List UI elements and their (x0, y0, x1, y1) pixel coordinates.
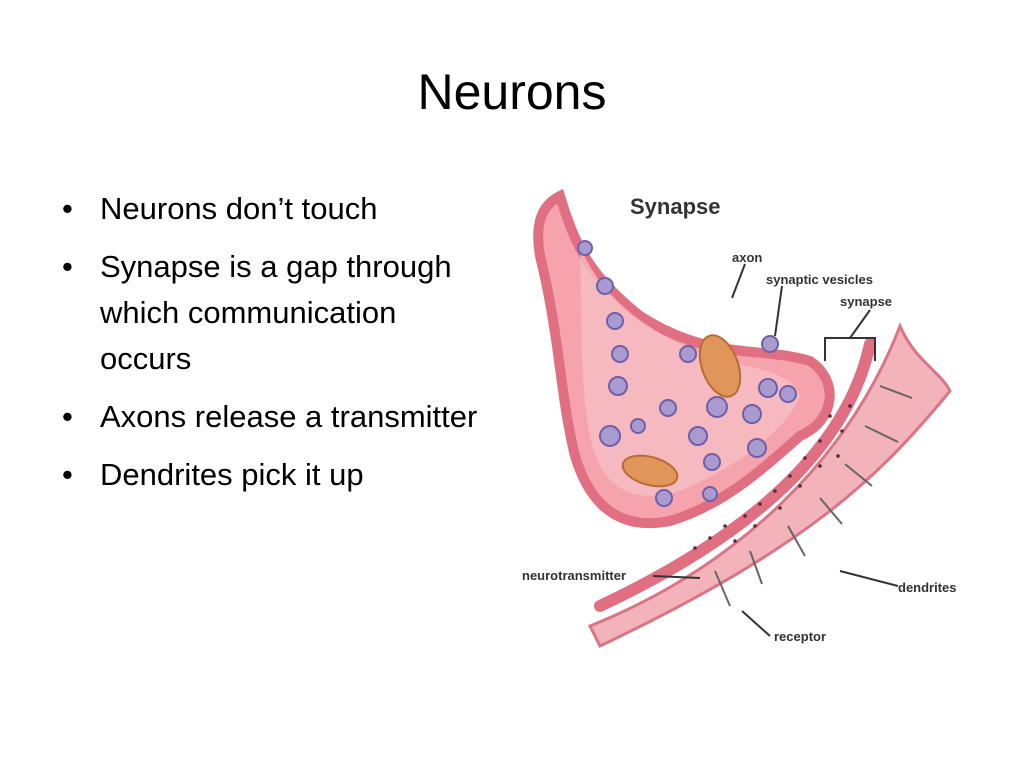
label-synapse: synapse (840, 294, 892, 309)
bullet-item: • Dendrites pick it up (62, 452, 482, 498)
label-dendrites: dendrites (898, 580, 957, 595)
dendrite-membrane (594, 338, 876, 612)
axon-pointer (731, 263, 746, 299)
bullet-text: Dendrites pick it up (100, 457, 364, 492)
neurotransmitter-dots (693, 404, 852, 550)
dendrites-pointer (839, 570, 899, 587)
bullet-item: • Neurons don’t touch (62, 186, 482, 232)
label-axon: axon (732, 250, 762, 265)
bullet-dot-icon: • (62, 399, 73, 434)
synapse-diagram: Synapse axon synaptic vesicles synapse n… (520, 186, 980, 656)
receptor-pointer (741, 610, 771, 637)
bullet-text: Axons release a transmitter (100, 399, 478, 434)
synapse-illustration: Synapse axon synaptic vesicles synapse n… (522, 188, 957, 648)
neurotransmitter-pointer (652, 575, 701, 579)
bullet-item: • Synapse is a gap through which communi… (62, 244, 482, 382)
diagram-title: Synapse (630, 194, 721, 219)
bullet-dot-icon: • (62, 249, 73, 284)
vesicle-group (577, 240, 797, 507)
mitochondria-shape (698, 334, 742, 398)
dendrite-shape (587, 322, 952, 648)
bullet-dot-icon: • (62, 191, 73, 226)
slide-title: Neurons (417, 64, 607, 120)
bullet-dot-icon: • (62, 457, 73, 492)
mitochondria-shape (621, 454, 679, 488)
bullet-list: • Neurons don’t touch • Synapse is a gap… (62, 186, 482, 510)
bullet-item: • Axons release a transmitter (62, 394, 482, 440)
label-synaptic-vesicles: synaptic vesicles (766, 272, 873, 287)
label-receptor: receptor (774, 629, 826, 644)
bullet-text: Synapse is a gap through which communica… (100, 249, 452, 376)
bullet-text: Neurons don’t touch (100, 191, 378, 226)
label-neurotransmitter: neurotransmitter (522, 568, 626, 583)
receptor-ticks (714, 385, 913, 607)
synapse-pointer (849, 309, 871, 339)
vesicles-pointer (774, 285, 783, 337)
